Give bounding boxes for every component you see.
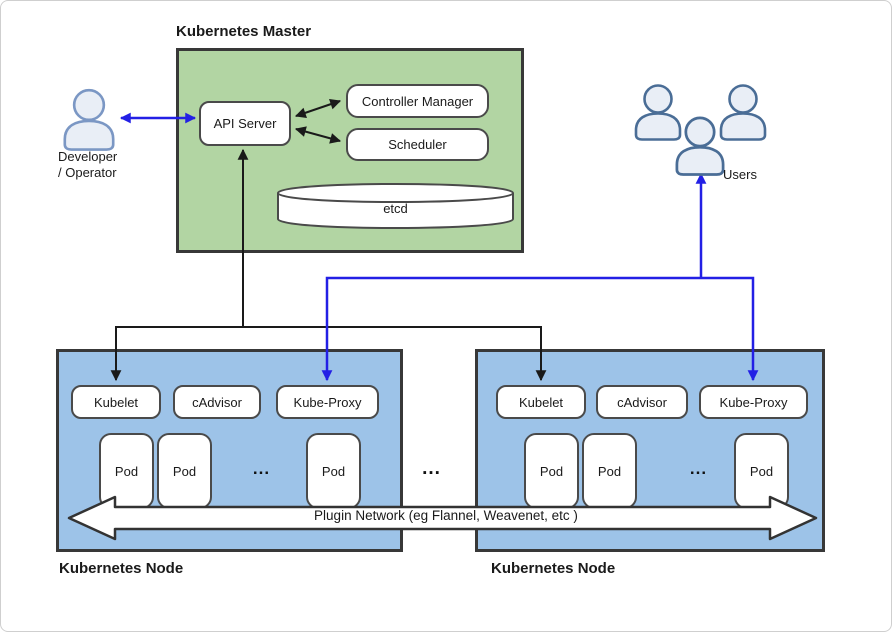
kube-proxy-box-left: Kube-Proxy	[276, 385, 379, 419]
developer-person-icon	[63, 88, 115, 151]
user-back-left-icon	[634, 84, 682, 141]
kubelet-box-left: Kubelet	[71, 385, 161, 419]
kubernetes-node-title-left: Kubernetes Node	[59, 560, 184, 577]
pod-box: Pod	[99, 433, 154, 509]
kubernetes-node-title-right: Kubernetes Node	[491, 560, 616, 577]
plugin-network-label: Plugin Network (eg Flannel, Weavenet, et…	[314, 508, 578, 523]
pods-ellipsis-left: ...	[252, 459, 271, 478]
kubernetes-master-title: Kubernetes Master	[176, 23, 312, 40]
users-label: Users	[723, 167, 757, 182]
pods-ellipsis-right: ...	[689, 459, 708, 478]
pod-box: Pod	[524, 433, 579, 509]
pod-box: Pod	[734, 433, 789, 509]
between-nodes-ellipsis: ...	[422, 458, 441, 479]
user-back-right-icon	[719, 84, 767, 141]
developer-operator-label: Developer / Operator	[58, 149, 118, 180]
api-server-box: API Server	[199, 101, 291, 146]
kube-proxy-box-right: Kube-Proxy	[699, 385, 808, 419]
scheduler-box: Scheduler	[346, 128, 489, 161]
etcd-label: etcd	[383, 200, 408, 216]
controller-manager-box: Controller Manager	[346, 84, 489, 118]
user-front-icon	[675, 116, 725, 176]
pod-box: Pod	[157, 433, 212, 509]
cadvisor-box-left: cAdvisor	[173, 385, 261, 419]
pod-box: Pod	[306, 433, 361, 509]
users-group-icon	[634, 84, 767, 176]
pod-box: Pod	[582, 433, 637, 509]
cadvisor-box-right: cAdvisor	[596, 385, 688, 419]
kubelet-box-right: Kubelet	[496, 385, 586, 419]
